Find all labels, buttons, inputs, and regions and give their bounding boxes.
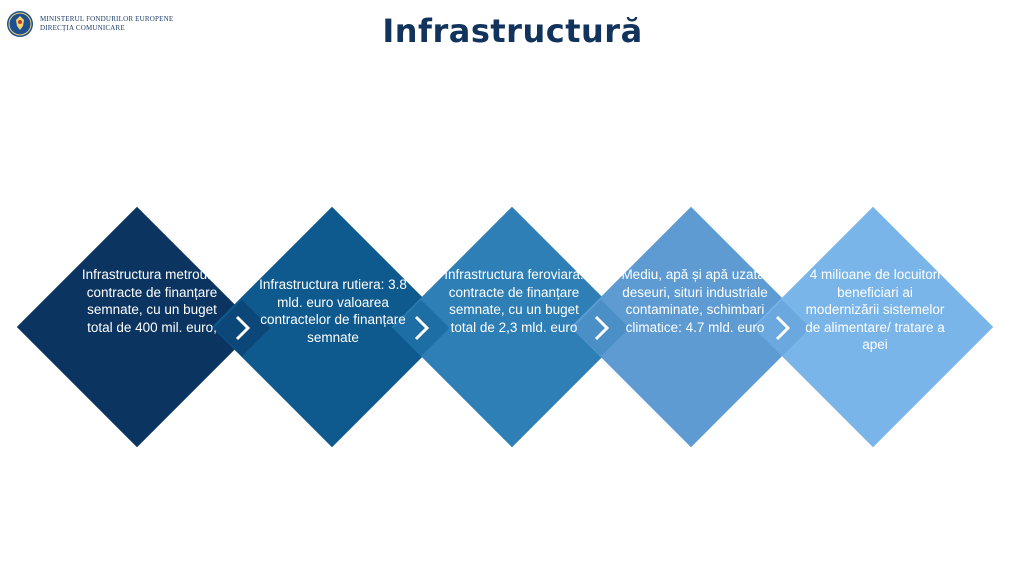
- logo-line-2: DIRECȚIA COMUNICARE: [40, 24, 125, 32]
- page-title: Infrastructură: [382, 12, 643, 50]
- chevron-right-icon: [235, 315, 251, 341]
- chevron-right-icon: [775, 315, 791, 341]
- item-text-road: Infrastructura rutiera: 3.8 mld. euro va…: [259, 277, 407, 345]
- ministry-logo: MINISTERUL FONDURILOR EUROPENE DIRECȚIA …: [6, 10, 173, 38]
- chevron-right-icon: [594, 315, 610, 341]
- chevron-right-icon: [414, 315, 430, 341]
- logo-line-1: MINISTERUL FONDURILOR EUROPENE: [40, 15, 174, 23]
- item-text-water: 4 milioane de locuitori beneficiari ai m…: [805, 267, 945, 352]
- item-text-metro: Infrastructura metrou: 4 contracte de fi…: [81, 267, 223, 335]
- item-text-environment: Mediu, apă și apă uzată, deseuri, situri…: [621, 267, 769, 335]
- romania-coat-of-arms-icon: [7, 11, 33, 37]
- logo-text: MINISTERUL FONDURILOR EUROPENE DIRECȚIA …: [40, 15, 173, 33]
- item-text-rail: Infrastructura feroviara: contracte de f…: [444, 267, 584, 335]
